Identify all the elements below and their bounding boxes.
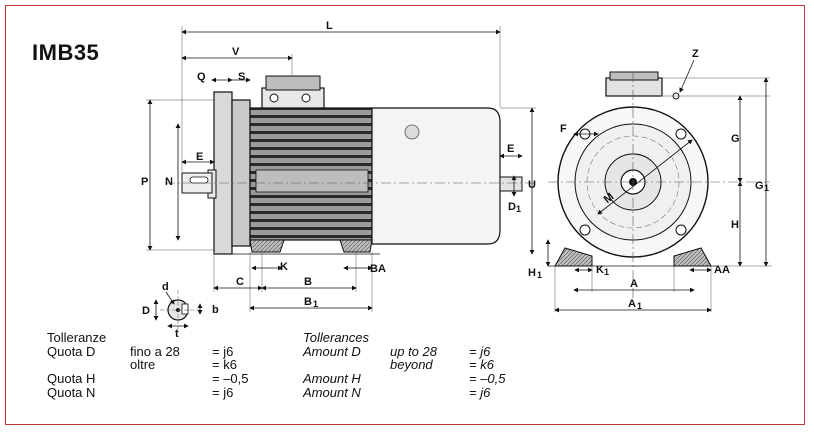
tol-en-val: = j6 <box>469 385 491 400</box>
model-title: IMB35 <box>32 40 100 65</box>
drawing-frame <box>5 5 805 425</box>
dim-E: E <box>196 151 203 163</box>
dim-H1: H <box>528 267 536 279</box>
rear-shaft <box>499 176 523 192</box>
tol-en-label: Amount N <box>303 385 361 400</box>
tol-it-val: = k6 <box>212 357 237 372</box>
dim-Z: Z <box>692 48 699 60</box>
dim-N: N <box>165 176 173 188</box>
flange <box>213 91 233 255</box>
dim-V: V <box>232 46 240 58</box>
fan-cover-vent <box>404 124 420 140</box>
keyway <box>181 303 189 315</box>
dim-K: K <box>280 261 288 273</box>
dim-D1: D <box>508 201 516 213</box>
dim-Q: Q <box>197 71 206 83</box>
side-view: L V Q S E P N E D 1 U <box>141 20 536 312</box>
dim-BA: BA <box>370 263 386 275</box>
dim-B1: B <box>304 296 312 308</box>
tol-en-val: = k6 <box>469 357 494 372</box>
terminal-box-front <box>605 77 663 97</box>
dim-B1-sub: 1 <box>313 299 318 309</box>
dim-G1: G <box>755 180 764 192</box>
dim-K1: K <box>596 264 604 276</box>
tol-en-cond: beyond <box>390 357 433 372</box>
dim-G: G <box>731 133 740 145</box>
dim-C: C <box>236 276 244 288</box>
front-view: M F Z G H G 1 H 1 K 1 AA A <box>528 48 772 313</box>
dim-K1-sub: 1 <box>604 267 609 277</box>
tol-it-cond: oltre <box>130 357 156 372</box>
tol-en-val: = –0,5 <box>469 371 506 386</box>
bolt-hole-icon <box>579 224 591 236</box>
dim-D1-sub: 1 <box>516 204 521 214</box>
dim-U: U <box>528 179 536 191</box>
shaft-section: d D b t <box>142 281 219 340</box>
dim-AA: AA <box>714 264 730 276</box>
dim-b: b <box>212 304 219 316</box>
dim-G1-sub: 1 <box>764 183 769 193</box>
dim-A: A <box>630 278 638 290</box>
tol-it-heading: Tolleranze <box>47 330 107 345</box>
tol-it-label: Quota H <box>47 371 96 386</box>
dim-S: S <box>238 71 245 83</box>
tol-en-label: Amount H <box>303 371 361 386</box>
dim-H: H <box>731 219 739 231</box>
dim-F: F <box>560 123 567 135</box>
dim-H1-sub: 1 <box>537 270 542 280</box>
fan-cover <box>371 107 501 245</box>
bolt-hole-icon <box>675 128 687 140</box>
dim-B: B <box>304 276 312 288</box>
tol-en-label: Amount D <box>303 344 361 359</box>
bolt-hole-icon <box>675 224 687 236</box>
tol-en-heading: Tollerances <box>303 330 370 345</box>
foot-right <box>673 247 712 267</box>
shaft-key <box>189 176 209 184</box>
tol-it-val: = j6 <box>212 344 234 359</box>
cable-gland-icon <box>301 93 311 103</box>
foot-front <box>249 239 285 253</box>
dim-t: t <box>175 328 179 340</box>
tol-it-val: = –0,5 <box>212 371 249 386</box>
foot-left <box>554 247 593 267</box>
dim-L: L <box>326 20 333 32</box>
foot-rear <box>339 239 373 253</box>
dim-E-rear: E <box>507 143 514 155</box>
tol-en-val: = j6 <box>469 344 491 359</box>
body-band <box>255 169 369 193</box>
dim-D-shaft: D <box>142 305 150 317</box>
dim-d: d <box>162 281 169 293</box>
terminal-box-lid <box>265 75 321 91</box>
tol-it-val: = j6 <box>212 385 234 400</box>
tol-it-cond: fino a 28 <box>130 344 180 359</box>
dim-A1-sub: 1 <box>637 301 642 311</box>
dim-A1: A <box>628 298 636 310</box>
cable-gland-icon <box>269 93 279 103</box>
end-shield <box>231 99 251 247</box>
tol-it-label: Quota N <box>47 385 96 400</box>
tol-en-cond: up to 28 <box>390 344 437 359</box>
tol-it-label: Quota D <box>47 344 96 359</box>
dim-P: P <box>141 176 148 188</box>
